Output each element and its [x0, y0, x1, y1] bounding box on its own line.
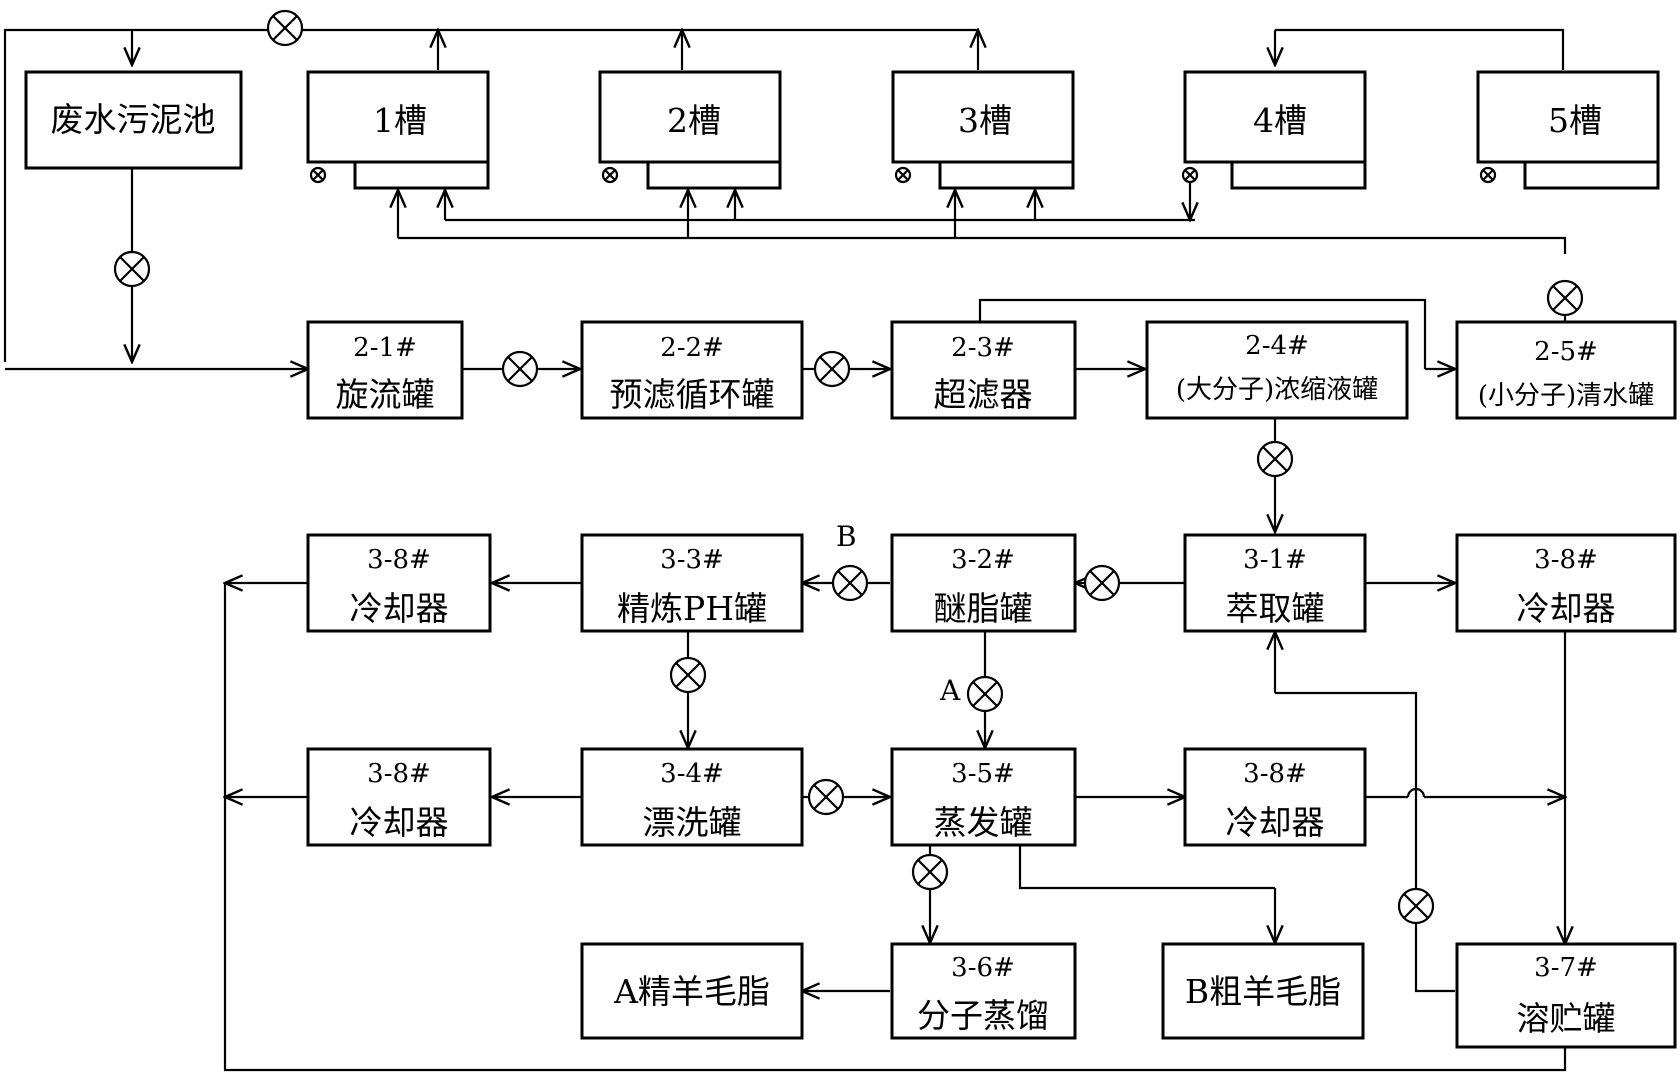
- pump-icon: [911, 853, 949, 891]
- box-3-3-name: 精炼PH罐: [617, 589, 767, 628]
- box-3-4: 3-4# 漂洗罐: [580, 747, 804, 847]
- drain-valve-icon: [1479, 166, 1497, 184]
- box-3-6-name: 分子蒸馏: [917, 996, 1049, 1035]
- box-3-8d-name: 冷却器: [1226, 803, 1325, 842]
- box-2-2-code: 2-2#: [660, 333, 724, 363]
- connector-lines: [3, 28, 1567, 1072]
- tank-5-label: 5槽: [1548, 101, 1602, 140]
- product-a-label: A精羊毛脂: [613, 972, 770, 1011]
- product-a-box: A精羊毛脂: [580, 942, 804, 1040]
- box-3-6-code: 3-6#: [951, 953, 1015, 983]
- box-3-2: 3-2# 醚脂罐: [890, 533, 1077, 633]
- box-2-4: 2-4# (大分子)浓缩液罐: [1145, 320, 1409, 420]
- tank-1-box: 1槽: [306, 70, 490, 190]
- box-3-1-name: 萃取罐: [1226, 589, 1325, 628]
- tank-4-box: 4槽: [1183, 70, 1367, 190]
- left-return-line: [223, 583, 1567, 1072]
- tag-b: B: [836, 520, 857, 553]
- pump-symbols: [113, 9, 1584, 925]
- box-2-2: 2-2# 预滤循环罐: [580, 320, 804, 420]
- tank-3-label: 3槽: [958, 101, 1012, 140]
- product-b-box: B粗羊毛脂: [1161, 942, 1365, 1040]
- box-3-5: 3-5# 蒸发罐: [890, 747, 1077, 847]
- tank-4-label: 4槽: [1253, 101, 1307, 140]
- r4-to-productB: [1018, 845, 1275, 890]
- box-2-1-name: 旋流罐: [336, 375, 435, 414]
- drain-valve-icon: [1181, 166, 1199, 184]
- box-3-8b: 3-8# 冷却器: [1455, 533, 1677, 633]
- box-2-4-code: 2-4#: [1245, 331, 1309, 361]
- box-3-8a-name: 冷却器: [350, 589, 449, 628]
- pump-icon: [831, 564, 869, 602]
- sludge-pool-box: 废水污泥池: [24, 70, 243, 170]
- box-3-8c: 3-8# 冷却器: [306, 747, 492, 847]
- pump-icon: [1546, 279, 1584, 317]
- pump-icon: [501, 350, 539, 388]
- pump-icon: [813, 350, 851, 388]
- box-2-1-code: 2-1#: [353, 333, 417, 363]
- top-return-line: [3, 28, 978, 362]
- box-2-5-code: 2-5#: [1534, 337, 1598, 367]
- pump-icon: [266, 9, 304, 47]
- box-3-4-code: 3-4#: [660, 759, 724, 789]
- box-3-7-name: 溶贮罐: [1517, 999, 1616, 1038]
- tank5-to-tank4-line: [1275, 28, 1565, 70]
- tank-3-box: 3槽: [891, 70, 1075, 190]
- box-2-3-code: 2-3#: [951, 333, 1015, 363]
- box-3-1-code: 3-1#: [1243, 545, 1307, 575]
- box-2-3-name: 超滤器: [934, 375, 1033, 414]
- box-3-8a: 3-8# 冷却器: [306, 533, 492, 633]
- box-3-1: 3-1# 萃取罐: [1183, 533, 1367, 633]
- box-2-4-name: (大分子)浓缩液罐: [1176, 375, 1378, 405]
- box-3-8d: 3-8# 冷却器: [1183, 747, 1367, 847]
- recycle-line-2: [1275, 691, 1418, 889]
- box-2-3: 2-3# 超滤器: [890, 320, 1077, 420]
- pump-icon: [113, 250, 151, 288]
- sludge-pool-label: 废水污泥池: [51, 100, 216, 139]
- box-3-2-name: 醚脂罐: [934, 589, 1033, 628]
- pump-icon: [669, 656, 707, 694]
- box-3-2-code: 3-2#: [951, 545, 1015, 575]
- tank-2-label: 2槽: [667, 101, 721, 140]
- pump-icon: [966, 675, 1004, 713]
- box-3-7-code: 3-7#: [1534, 953, 1598, 983]
- box-2-2-name: 预滤循环罐: [610, 375, 775, 414]
- drain-valve-icon: [894, 166, 912, 184]
- tag-a: A: [939, 674, 961, 707]
- box-3-5-name: 蒸发罐: [934, 803, 1033, 842]
- box-2-1: 2-1# 旋流罐: [306, 320, 464, 420]
- box-2-5-name: (小分子)清水罐: [1478, 381, 1654, 411]
- clearwater-up-2: [1195, 236, 1567, 254]
- box-3-8d-code: 3-8#: [1243, 759, 1307, 789]
- box-3-7: 3-7# 溶贮罐: [1455, 942, 1677, 1049]
- recycle-line-1: [1414, 923, 1455, 993]
- box-3-8b-name: 冷却器: [1517, 589, 1616, 628]
- pump-icon: [1083, 564, 1121, 602]
- tank-2-box: 2槽: [598, 70, 782, 190]
- box-3-8a-code: 3-8#: [367, 545, 431, 575]
- box-3-8c-code: 3-8#: [367, 759, 431, 789]
- tank-1-label: 1槽: [373, 101, 427, 140]
- box-3-5-code: 3-5#: [951, 759, 1015, 789]
- box-2-5: 2-5# (小分子)清水罐: [1455, 320, 1677, 420]
- product-b-label: B粗羊毛脂: [1185, 972, 1341, 1011]
- drain-valve-icon: [309, 166, 327, 184]
- pump-icon: [1397, 887, 1435, 925]
- ultrafilter-to-clearwater: [978, 298, 1427, 369]
- drain-valve-icon: [601, 166, 619, 184]
- box-3-8c-name: 冷却器: [350, 803, 449, 842]
- tank-5-box: 5槽: [1476, 70, 1660, 190]
- box-3-3-code: 3-3#: [660, 545, 724, 575]
- box-3-4-name: 漂洗罐: [643, 803, 742, 842]
- box-3-3: 3-3# 精炼PH罐: [580, 533, 804, 633]
- pump-icon: [1256, 440, 1294, 478]
- box-3-6: 3-6# 分子蒸馏: [890, 942, 1077, 1040]
- box-3-8b-code: 3-8#: [1534, 545, 1598, 575]
- pump-icon: [807, 778, 845, 816]
